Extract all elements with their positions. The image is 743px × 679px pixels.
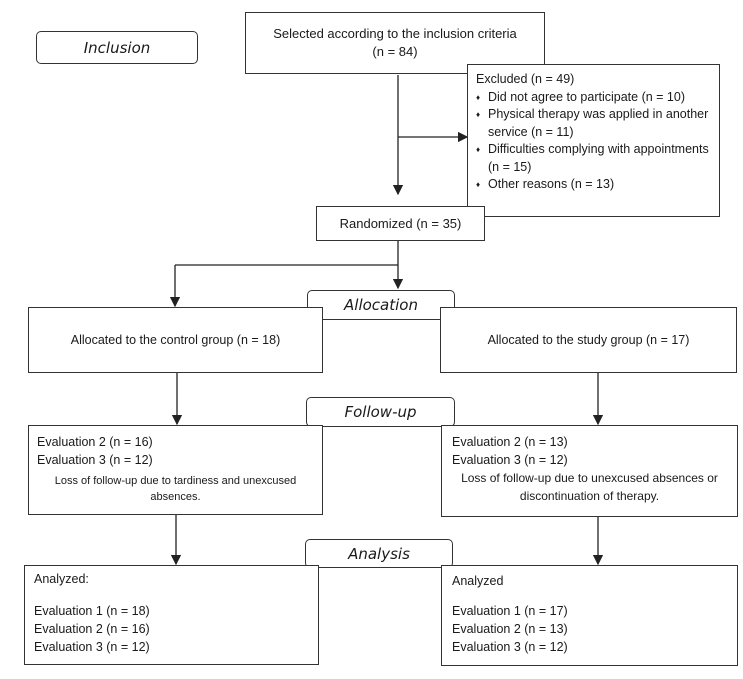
control-followup-eval2: Evaluation 2 (n = 16) xyxy=(37,435,153,449)
randomized-text: Randomized (n = 35) xyxy=(339,215,462,231)
excluded-list: ♦Did not agree to participate (n = 10) ♦… xyxy=(476,89,711,194)
control-allocation-text: Allocated to the control group (n = 18) xyxy=(70,333,281,347)
allocation-label: Allocation xyxy=(307,290,455,320)
diamond-bullet-icon: ♦ xyxy=(476,145,481,154)
selected-text: Selected according to the inclusion crit… xyxy=(273,26,517,41)
inclusion-label: Inclusion xyxy=(36,31,198,64)
analysis-label: Analysis xyxy=(305,539,453,568)
control-analysis-eval2: Evaluation 2 (n = 16) xyxy=(34,622,150,636)
diamond-bullet-icon: ♦ xyxy=(476,110,481,119)
selected-count: (n = 84) xyxy=(372,44,418,59)
study-analysis-title: Analyzed xyxy=(452,574,504,588)
study-allocation-box: Allocated to the study group (n = 17) xyxy=(440,307,737,373)
excluded-item: ♦Difficulties complying with appointment… xyxy=(476,142,709,174)
excluded-item: ♦Other reasons (n = 13) xyxy=(476,176,711,194)
excluded-item: ♦Physical therapy was applied in another… xyxy=(476,107,709,139)
excluded-item: ♦Did not agree to participate (n = 10) xyxy=(476,89,711,107)
followup-label: Follow-up xyxy=(306,397,455,427)
control-analysis-eval1: Evaluation 1 (n = 18) xyxy=(34,604,150,618)
study-followup-box: Evaluation 2 (n = 13) Evaluation 3 (n = … xyxy=(441,425,738,517)
study-followup-eval2: Evaluation 2 (n = 13) xyxy=(452,435,568,449)
excluded-title: Excluded (n = 49) xyxy=(476,72,575,86)
excluded-box: Excluded (n = 49) ♦Did not agree to part… xyxy=(467,64,720,217)
study-analysis-eval1: Evaluation 1 (n = 17) xyxy=(452,604,568,618)
control-followup-box: Evaluation 2 (n = 16) Evaluation 3 (n = … xyxy=(28,425,323,515)
control-allocation-box: Allocated to the control group (n = 18) xyxy=(28,307,323,373)
control-analysis-eval3: Evaluation 3 (n = 12) xyxy=(34,640,150,654)
study-followup-loss: Loss of follow-up due to unexcused absen… xyxy=(461,471,718,503)
diamond-bullet-icon: ♦ xyxy=(476,92,481,102)
study-allocation-text: Allocated to the study group (n = 17) xyxy=(487,333,690,347)
control-followup-loss: Loss of follow-up due to tardiness and u… xyxy=(54,475,297,503)
randomized-box: Randomized (n = 35) xyxy=(316,206,485,241)
study-analysis-box: Analyzed Evaluation 1 (n = 17) Evaluatio… xyxy=(441,565,738,666)
control-analysis-box: Analyzed: Evaluation 1 (n = 18) Evaluati… xyxy=(24,565,319,665)
study-analysis-eval3: Evaluation 3 (n = 12) xyxy=(452,640,568,654)
control-followup-eval3: Evaluation 3 (n = 12) xyxy=(37,453,153,467)
diamond-bullet-icon: ♦ xyxy=(476,180,481,189)
control-analysis-title: Analyzed: xyxy=(34,572,89,586)
study-followup-eval3: Evaluation 3 (n = 12) xyxy=(452,453,568,467)
selected-box: Selected according to the inclusion crit… xyxy=(245,12,545,74)
study-analysis-eval2: Evaluation 2 (n = 13) xyxy=(452,622,568,636)
